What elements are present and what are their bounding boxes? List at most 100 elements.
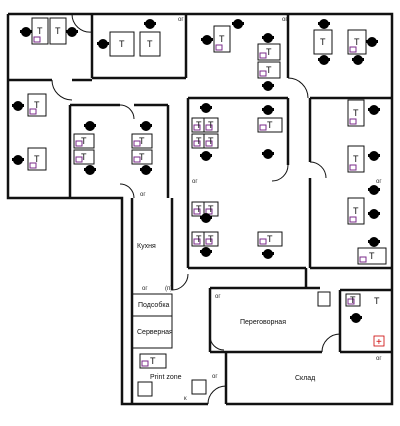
- monitor-icon: [347, 298, 355, 305]
- og-marker: ог: [212, 374, 218, 380]
- desk-glyph: T: [81, 152, 87, 162]
- monitor-icon: [349, 216, 357, 223]
- chair-arm: [84, 124, 96, 127]
- room-label-meeting: Переговорная: [240, 319, 286, 326]
- chair-arm: [12, 158, 24, 161]
- og-marker: ог: [178, 17, 184, 23]
- chair-arm: [232, 22, 244, 25]
- monitor-icon: [259, 70, 267, 77]
- desk-glyph: T: [353, 206, 359, 216]
- desk-glyph: T: [37, 26, 43, 36]
- chair-arm: [352, 58, 364, 61]
- first-aid-icon: [373, 335, 385, 347]
- desk-glyph: T: [139, 136, 145, 146]
- room-label-storage: Склад: [295, 375, 315, 382]
- k-marker: к: [184, 396, 187, 402]
- desk-glyph: T: [34, 154, 40, 164]
- chair-arm: [12, 104, 24, 107]
- chair-arm: [20, 30, 32, 33]
- desk-glyph: T: [139, 152, 145, 162]
- desk: [313, 29, 333, 55]
- og-marker: ог: [376, 356, 382, 362]
- chair-arm: [140, 168, 152, 171]
- desk-glyph: T: [208, 120, 214, 130]
- first-aid-plus: +: [376, 337, 382, 348]
- desk-glyph: T: [208, 204, 214, 214]
- og-marker: ог: [282, 17, 288, 23]
- desk-glyph: T: [196, 136, 202, 146]
- room-labels: Кухня Подсобка Серверная Переговорная Ск…: [137, 243, 315, 382]
- markers: ог ог ог ог ог ог (п) ог ог ог к +: [140, 17, 385, 402]
- chair-arm: [200, 250, 212, 253]
- desk-glyph: T: [369, 251, 375, 261]
- desk-glyph: T: [196, 120, 202, 130]
- chair-arm: [368, 240, 380, 243]
- desk-glyph: T: [267, 120, 273, 130]
- desk-glyph: T: [266, 65, 272, 75]
- desk-glyph: T: [196, 204, 202, 214]
- room-label-server: Серверная: [137, 329, 173, 336]
- chair-arm: [200, 216, 212, 219]
- chair-arm: [200, 154, 212, 157]
- monitor-icon: [205, 238, 213, 245]
- chair-arm: [262, 36, 274, 39]
- desk-glyph: T: [353, 154, 359, 164]
- monitor-icon: [141, 360, 149, 367]
- desk-glyph: T: [219, 34, 225, 44]
- monitor-icon: [133, 156, 141, 163]
- desk-glyph: T: [119, 39, 125, 49]
- desk-glyph: T: [267, 234, 273, 244]
- monitor-icon: [75, 140, 83, 147]
- monitor-icon: [193, 238, 201, 245]
- room-label-kitchen: Кухня: [137, 243, 156, 250]
- room-label-utility: Подсобка: [138, 301, 170, 309]
- monitor-icon: [349, 118, 357, 125]
- chair-arm: [368, 154, 380, 157]
- monitor-icon: [215, 44, 223, 51]
- monitor-icon: [193, 140, 201, 147]
- og-marker: ог: [140, 192, 146, 198]
- monitor-icon: [193, 124, 201, 131]
- desk: [109, 31, 135, 57]
- chair-arm: [97, 42, 109, 45]
- desk-glyph: T: [208, 136, 214, 146]
- monitor-icon: [349, 46, 357, 53]
- monitor-icon: [205, 124, 213, 131]
- chair-arm: [66, 30, 78, 33]
- monitor-icon: [359, 256, 367, 263]
- monitor-icon: [75, 156, 83, 163]
- monitor-icon: [193, 208, 201, 215]
- desk-glyph: T: [353, 108, 359, 118]
- room-label-print-zone: Print zone: [150, 374, 182, 381]
- chair-arm: [350, 316, 362, 319]
- desk-glyph: T: [81, 136, 87, 146]
- doors: [51, 13, 341, 405]
- chair-arm: [262, 252, 274, 255]
- monitor-icon: [29, 108, 37, 115]
- og-marker: ог: [215, 294, 221, 300]
- desk-glyph: T: [150, 356, 156, 366]
- chair-arm: [366, 40, 378, 43]
- monitor-icon: [33, 36, 41, 43]
- monitor-icon: [29, 162, 37, 169]
- monitor-icon: [259, 124, 267, 131]
- chair-arm: [262, 84, 274, 87]
- desk-glyph: T: [196, 234, 202, 244]
- chair-arm: [262, 152, 274, 155]
- og-marker: ог: [142, 286, 148, 292]
- desk: [139, 31, 161, 57]
- interior-walls: [8, 14, 392, 404]
- monitor-icon: [259, 52, 267, 59]
- desk-glyph: T: [208, 234, 214, 244]
- chair-arm: [200, 106, 212, 109]
- chair-arm: [368, 108, 380, 111]
- desk-glyph: T: [147, 39, 153, 49]
- monitor-icon: [259, 238, 267, 245]
- desk-glyph: T: [354, 37, 360, 47]
- chair-arm: [262, 108, 274, 111]
- desk-glyph: T: [374, 296, 380, 306]
- monitor-icon: [205, 140, 213, 147]
